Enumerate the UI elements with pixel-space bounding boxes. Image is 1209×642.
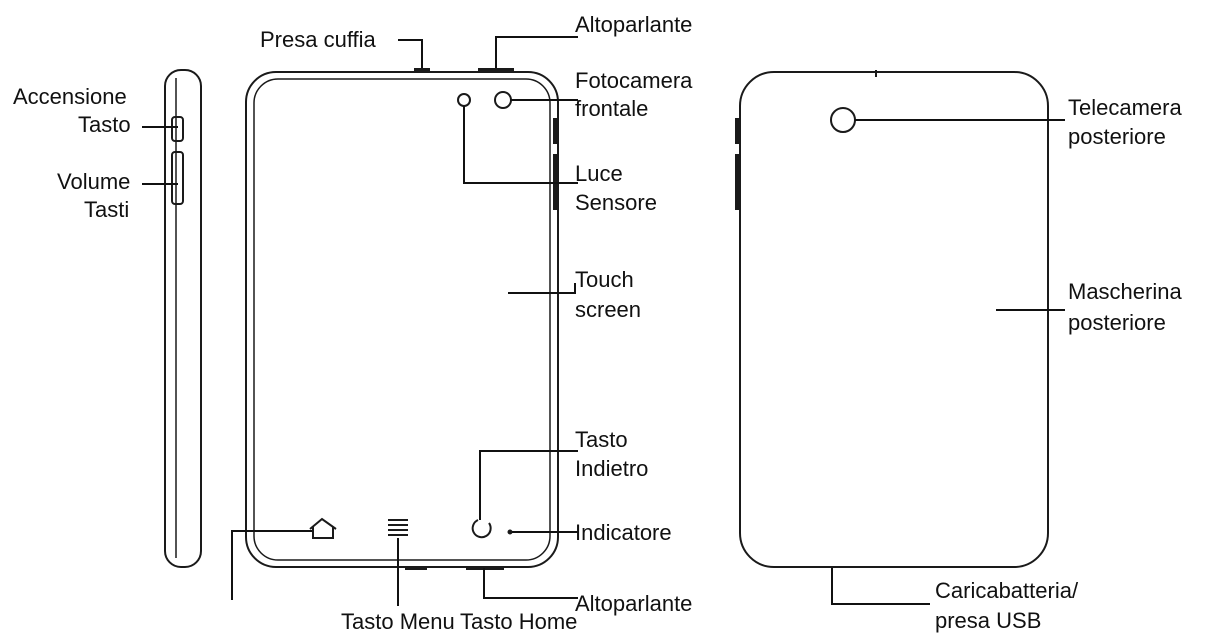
presa-cuffia-leader bbox=[398, 39, 423, 68]
front-view bbox=[245, 68, 559, 570]
luce-sensore-leader bbox=[463, 106, 578, 184]
power-button bbox=[171, 116, 184, 142]
altoparlante-top-leader bbox=[495, 36, 578, 68]
label-indietro-line2: Indietro bbox=[575, 456, 648, 481]
label-tasto-home: Tasto Home bbox=[460, 609, 577, 634]
volume-buttons bbox=[171, 151, 184, 205]
label-touch-line1: Touch bbox=[575, 267, 634, 292]
light-sensor bbox=[457, 93, 471, 107]
label-mascherina-line2: posteriore bbox=[1068, 310, 1166, 335]
menu-icon bbox=[388, 519, 408, 536]
label-indicatore: Indicatore bbox=[575, 520, 672, 545]
label-volume-line2: Tasti bbox=[84, 197, 129, 222]
side-view-outline bbox=[164, 69, 202, 568]
tasto-home-leader bbox=[231, 530, 312, 600]
label-accensione-line1: Accensione bbox=[13, 84, 127, 109]
back-outline bbox=[739, 71, 1049, 568]
side-view bbox=[164, 69, 202, 568]
label-telecamera-line2: posteriore bbox=[1068, 124, 1166, 149]
label-luce-line2: Sensore bbox=[575, 190, 657, 215]
caricabatteria-leader bbox=[831, 568, 930, 605]
label-luce-line1: Luce bbox=[575, 161, 623, 186]
label-caricabatteria-line1: Caricabatteria/ bbox=[935, 578, 1079, 603]
back-side-button-2 bbox=[735, 154, 740, 210]
bottom-slot-1 bbox=[405, 566, 427, 570]
label-caricabatteria-line2: presa USB bbox=[935, 608, 1041, 633]
label-accensione-line2: Tasto bbox=[78, 112, 131, 137]
label-fotocamera-line2: frontale bbox=[575, 96, 648, 121]
labels: Presa cuffia Altoparlante Fotocamera fro… bbox=[13, 12, 1182, 634]
label-touch-line2: screen bbox=[575, 297, 641, 322]
label-altoparlante-bottom: Altoparlante bbox=[575, 591, 692, 616]
touch-screen-leader bbox=[508, 283, 576, 294]
back-side-button-1 bbox=[735, 118, 740, 144]
label-fotocamera-line1: Fotocamera bbox=[575, 68, 693, 93]
label-altoparlante-top: Altoparlante bbox=[575, 12, 692, 37]
tasto-indietro-leader bbox=[479, 450, 578, 520]
label-telecamera-line1: Telecamera bbox=[1068, 95, 1182, 120]
leader-lines bbox=[142, 36, 1065, 606]
front-inner-frame bbox=[253, 78, 551, 561]
top-speaker bbox=[478, 68, 514, 73]
rear-camera bbox=[830, 107, 856, 133]
front-side-button-1 bbox=[553, 118, 558, 144]
home-icon bbox=[309, 517, 337, 539]
indicator-led bbox=[507, 529, 513, 535]
back-view bbox=[735, 70, 1049, 568]
label-volume-line1: Volume bbox=[57, 169, 130, 194]
label-indietro-line1: Tasto bbox=[575, 427, 628, 452]
back-icon bbox=[471, 519, 492, 539]
label-presa-cuffia: Presa cuffia bbox=[260, 27, 377, 52]
label-mascherina-line1: Mascherina bbox=[1068, 279, 1182, 304]
altoparlante-bottom-leader bbox=[483, 568, 578, 599]
headphone-jack bbox=[414, 68, 430, 73]
front-outer-frame bbox=[245, 71, 559, 568]
front-camera bbox=[494, 91, 512, 109]
label-tasto-menu: Tasto Menu bbox=[341, 609, 455, 634]
